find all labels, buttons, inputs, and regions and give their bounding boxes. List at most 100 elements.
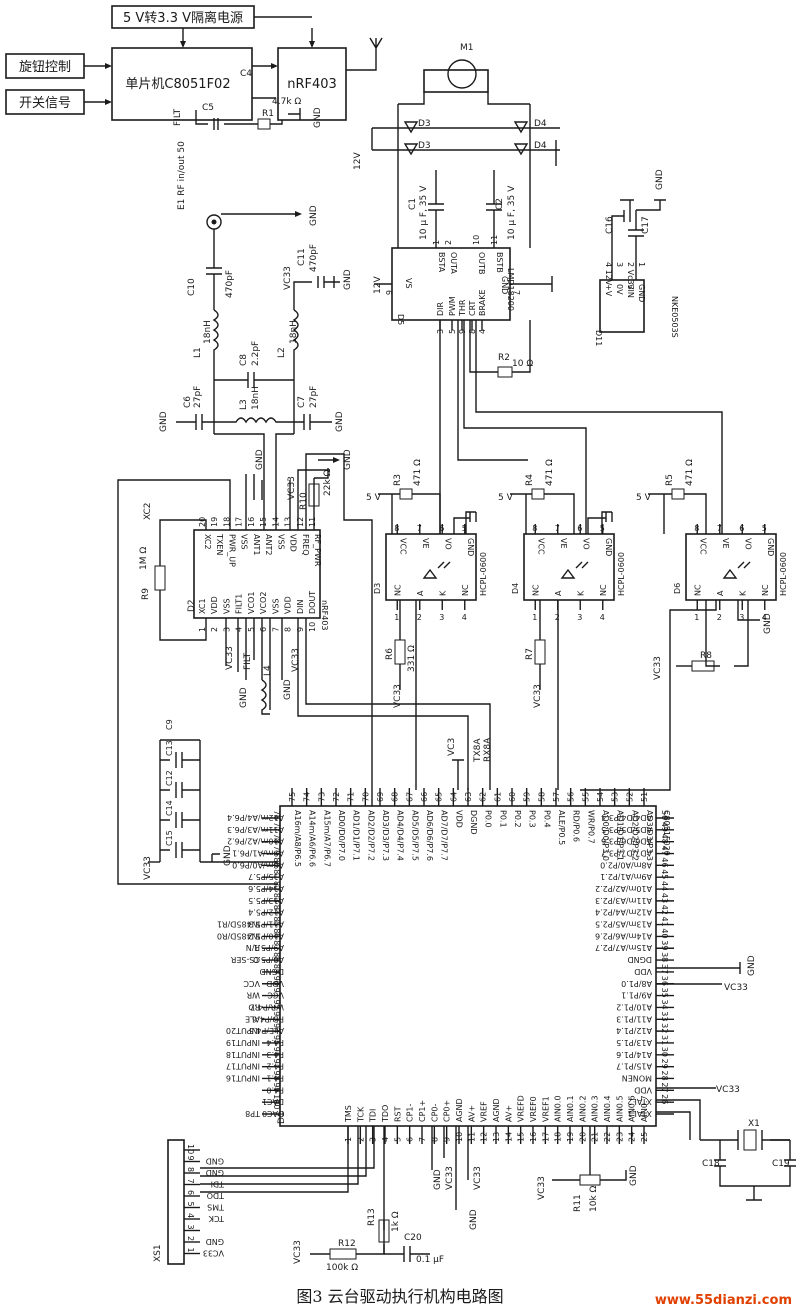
opto-bottom-pin-label: K: [438, 590, 447, 596]
d1-right-pin-number: 28: [660, 1070, 669, 1080]
d1-bottom-pin-label: AIN0.5: [615, 1095, 624, 1122]
filt-label-d2: FILT: [243, 652, 253, 670]
d1-right-pin-label: MONEN: [622, 1073, 652, 1082]
opto-top-pin-label: VCC: [698, 538, 707, 555]
r3-value: 471 Ω: [413, 459, 423, 486]
d1-top-pin-label: A15m/A7/P6.7: [322, 810, 331, 867]
d1-bottom-pin-label: CP0-: [430, 1104, 439, 1123]
d1-bottom-pin-label: TMS: [344, 1105, 353, 1123]
l1-value: 18nH: [203, 320, 213, 344]
opto-ref: D6: [673, 583, 682, 594]
d1-top-pin-label: AD7/D7/P7.7: [440, 810, 449, 861]
d1-left-pin-label: A8m/A0/P6.0: [232, 860, 284, 869]
d5-bottom-pin-label: PWM: [448, 296, 457, 316]
d5-top-pin-label: BSTB: [495, 252, 504, 273]
d1-bottom-pin-number: 21: [591, 1132, 600, 1142]
d1-top-pin-label: A16m/A8/P6.5: [293, 810, 302, 867]
d1-bottom-pin-number: 12: [480, 1132, 489, 1142]
rf-block-label: nRF403: [287, 77, 337, 92]
d2-top-pin-label: VSS: [276, 534, 285, 550]
d1-top-pin-number: 62: [479, 792, 488, 802]
xs1-net-label: TMS: [207, 1203, 225, 1212]
r9-value: 1M Ω: [139, 547, 149, 570]
d1-bottom-pin-number: 10: [455, 1132, 464, 1142]
r12-value: 100k Ω: [326, 1263, 358, 1273]
c10-value: 470pF: [225, 270, 235, 298]
net-vc33-r11: VC33: [537, 1176, 547, 1200]
c20-value: 0.1 μF: [416, 1255, 444, 1265]
opto-top-pin-number: 6: [577, 524, 582, 533]
d1-right-pin-label: A10m/A2/P2.2: [595, 884, 652, 893]
c11-label: C11: [297, 248, 307, 266]
d1-bottom-pin-label: CP1+: [418, 1100, 427, 1122]
d1-bottom-pin-label: AIN0.3: [591, 1095, 600, 1122]
d1-right-pin-number: 39: [660, 940, 669, 950]
rf-block: [277, 47, 347, 121]
d1-bottom-pin-label: AIN0.1: [566, 1095, 575, 1122]
diode-d2: D3: [418, 141, 431, 151]
d5-bottom-pin-number: 8: [468, 329, 477, 334]
d1-bottom-pin-number: 5: [393, 1137, 402, 1142]
opto-part: HCPL-0600: [479, 552, 488, 596]
r10-label: R10: [299, 492, 309, 510]
l4-label: L4: [263, 665, 273, 676]
diode-d3: D4: [534, 119, 547, 129]
d1-bottom-pin-number: 19: [566, 1132, 575, 1142]
l3-label: L3: [239, 399, 249, 410]
d1-left-net-label: WR: [246, 991, 260, 1000]
x1-label: X1: [748, 1119, 760, 1129]
d1-right-pin-label: AD5/D5/P3.5: [601, 825, 652, 834]
d1-top-pin-number: 69: [376, 792, 385, 802]
d1-top-pin-label: AD2/D2/P3.2: [630, 810, 639, 861]
d1-bottom-pin-number: 16: [529, 1132, 538, 1142]
opto-top-pin-number: 8: [532, 524, 537, 533]
watermark: www.55dianzi.com: [655, 1293, 792, 1308]
d1-left-net-label: IN485D/R0: [217, 931, 260, 940]
d1-top-pin-label: ALE/P0.5: [557, 810, 566, 845]
xs1-net-label: VC33: [203, 1249, 224, 1258]
antenna-label: E1 RF in/out 50: [177, 141, 187, 210]
d2-top-pin-number: 14: [271, 517, 280, 527]
d1-left-pin-number: 84: [272, 905, 281, 915]
d2-top-pin-number: 20: [198, 517, 207, 527]
d2-top-pin-number: 11: [308, 517, 317, 527]
d1-top-pin-number: 59: [523, 792, 532, 802]
d2-bottom-pin-label: VCO1: [247, 592, 256, 614]
d2-bottom-pin-label: VDD: [284, 596, 293, 614]
d1-left-pin-label: A12m/A4/P6.4: [227, 813, 284, 822]
d1-left-pin-number: 99: [272, 1082, 281, 1092]
opto-bottom-pin-number: 3: [577, 613, 582, 622]
d1-right-pin-label: A12m/A4/P2.4: [595, 908, 652, 917]
d1-top-pin-number: 68: [391, 792, 400, 802]
motor-housing: [423, 69, 489, 93]
motor-driver-section: M1 D3 D3 D4 D4 12V C1 10 μ F, 35 V C2 10…: [353, 43, 560, 378]
d1-bottom-pin-label: AGND: [492, 1098, 501, 1122]
d5-bottom-pin-label: THR: [458, 299, 467, 317]
d1-right-pin-label: A14/P1.6: [616, 1050, 652, 1059]
net-vc33-r8: VC33: [653, 656, 663, 680]
d5-top-pin-label: OUTB: [477, 252, 486, 275]
r10-value: 22k Ω: [323, 469, 333, 496]
d1-left-pin-number: 85: [272, 917, 281, 927]
d1-left-pin-number: 98: [272, 1070, 281, 1080]
d1-left-pin-number: 83: [272, 893, 281, 903]
d1-bottom-pin-label: AIN0.4: [603, 1095, 612, 1122]
c11-value: 470pF: [309, 244, 319, 272]
d1-top-pin-number: 54: [596, 792, 605, 802]
net-12v-b: 12V: [373, 276, 383, 294]
d2-top-pin-number: 19: [210, 517, 219, 527]
d1-bottom-pin-number: 14: [504, 1132, 513, 1142]
knob-block-label: 旋钮控制: [19, 60, 71, 75]
d5-bottom-pin-label: BRAKE: [478, 290, 487, 317]
gnd-label-d6: GND: [763, 613, 773, 634]
net-vc33-r6: VC33: [393, 684, 403, 708]
d1-left-pin-label: A15/P5.7: [248, 872, 284, 881]
l2-label: L2: [277, 347, 287, 358]
xs1-ref: XS1: [153, 1244, 163, 1262]
d1-left-pin-number: 100: [272, 1094, 281, 1109]
motor-m1: [447, 59, 477, 89]
d5-top-pin-number: 10: [472, 235, 481, 245]
d1-left-pin-label: P4.4: [266, 1038, 284, 1047]
r3-label: R3: [393, 474, 403, 486]
